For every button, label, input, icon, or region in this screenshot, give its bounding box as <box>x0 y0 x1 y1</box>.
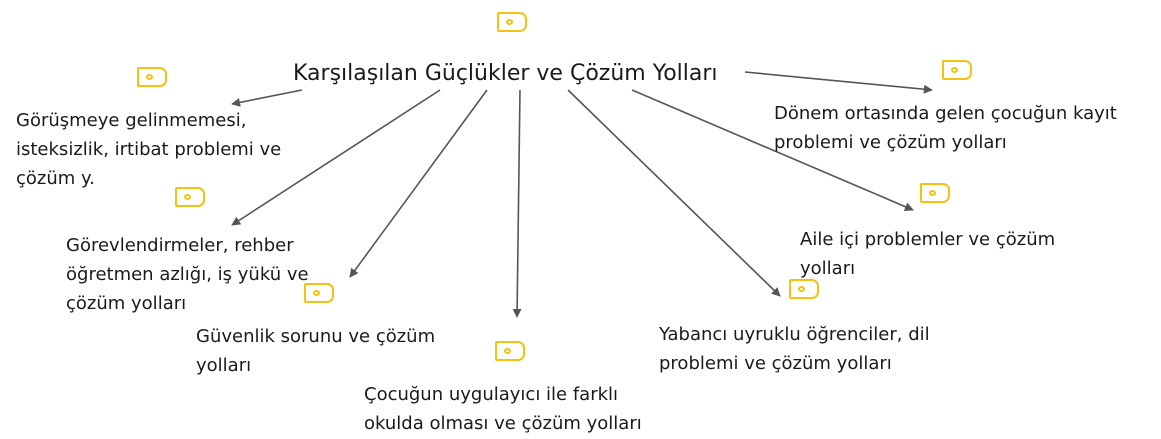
tag-icon <box>942 60 972 80</box>
edge-to-n2 <box>231 89 441 226</box>
topic-donem-ortasi[interactable]: Dönem ortasında gelen çocuğun kayıt prob… <box>774 99 1117 157</box>
topic-guvenlik-sorunu[interactable]: Güvenlik sorunu ve çözüm yolları <box>196 322 435 380</box>
topic-line: yolları <box>196 355 252 376</box>
tag-icon <box>920 183 950 203</box>
topic-line: Yabancı uyruklu öğrenciler, dil <box>659 324 930 345</box>
topic-line: Güvenlik sorunu ve çözüm <box>196 326 436 347</box>
edge-to-n1 <box>231 89 303 107</box>
topic-gorevlendirmeler[interactable]: Görevlendirmeler, rehber öğretmen azlığı… <box>66 231 309 318</box>
topic-line: Görüşmeye gelinmemesi, <box>16 110 247 131</box>
tag-icon <box>137 67 167 87</box>
topic-line: çözüm y. <box>16 168 95 189</box>
tag-icon <box>304 283 334 303</box>
topic-line: öğretmen azlığı, iş yükü ve <box>66 264 309 285</box>
edge-to-n7 <box>744 71 933 94</box>
tag-icon <box>789 279 819 299</box>
edge-to-n4 <box>512 89 522 318</box>
tag-icon <box>175 187 205 207</box>
topic-line: okulda olması ve çözüm yolları <box>364 413 642 434</box>
tag-icon <box>495 341 525 361</box>
topic-line: isteksizlik, irtibat problemi ve <box>16 139 282 160</box>
topic-farkli-okul[interactable]: Çocuğun uygulayıcı ile farklı okulda olm… <box>364 380 642 438</box>
root-topic[interactable]: Karşılaşılan Güçlükler ve Çözüm Yolları <box>293 61 718 86</box>
topic-line: Dönem ortasında gelen çocuğun kayıt <box>774 103 1117 124</box>
topic-line: problemi ve çözüm yolları <box>774 132 1007 153</box>
topic-line: Görevlendirmeler, rehber <box>66 235 294 256</box>
topic-gorusmeye-gelinmemesi[interactable]: Görüşmeye gelinmemesi, isteksizlik, irti… <box>16 106 281 193</box>
topic-line: yolları <box>800 258 856 279</box>
topic-line: çözüm yolları <box>66 293 187 314</box>
topic-yabanci-uyruklu[interactable]: Yabancı uyruklu öğrenciler, dil problemi… <box>659 320 930 378</box>
edge-to-n3 <box>349 89 488 278</box>
tag-icon <box>497 12 527 32</box>
edge-to-n6 <box>631 89 914 211</box>
edge-to-n5 <box>567 89 781 297</box>
topic-line: Çocuğun uygulayıcı ile farklı <box>364 384 619 405</box>
topic-line: Aile içi problemler ve çözüm <box>800 229 1056 250</box>
topic-line: problemi ve çözüm yolları <box>659 353 892 374</box>
topic-aile-ici[interactable]: Aile içi problemler ve çözüm yolları <box>800 225 1055 283</box>
